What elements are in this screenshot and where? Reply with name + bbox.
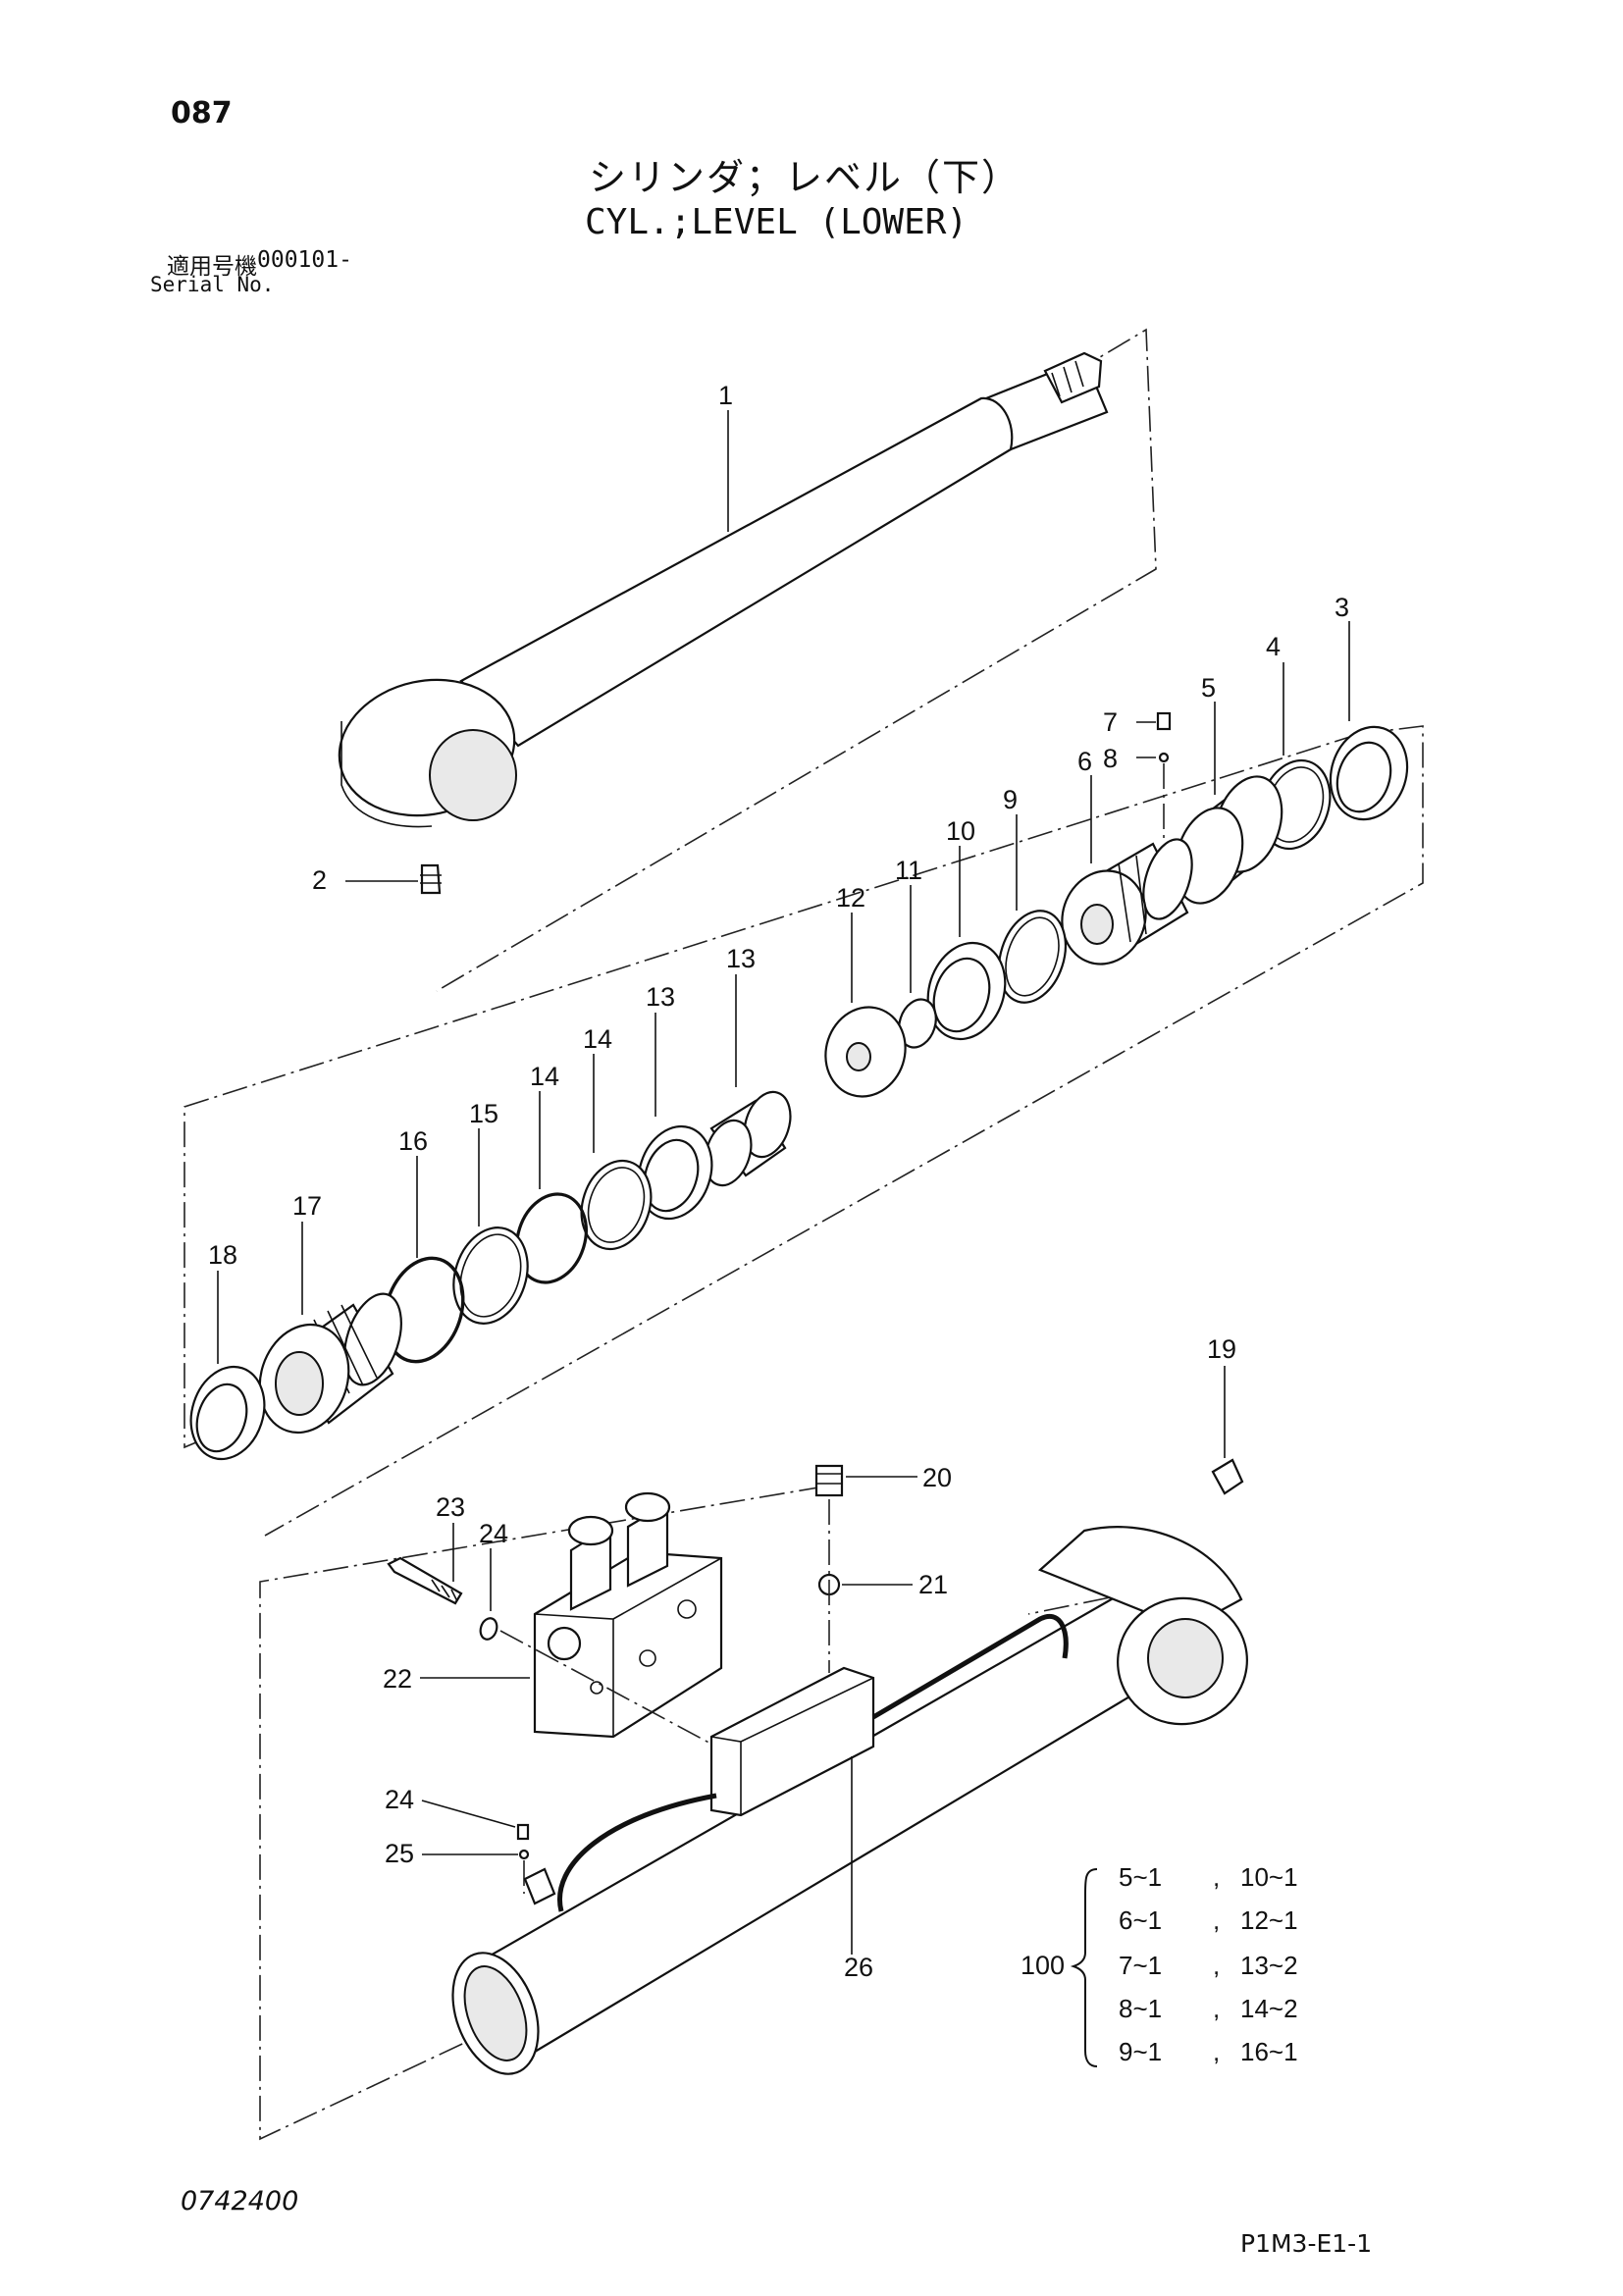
callout-14a: 4	[1266, 632, 1281, 661]
callout-24a: 2	[312, 865, 327, 895]
ball-17	[1158, 752, 1170, 763]
kit-row-4-sep: ,	[1213, 1994, 1220, 2023]
callout-20: 23	[436, 1492, 465, 1522]
kit-row-1-a: 5~1	[1119, 1862, 1162, 1892]
plug-23	[516, 1823, 530, 1841]
serial-label-english: Serial No.	[150, 273, 275, 296]
kit-number: 100	[1021, 1951, 1065, 1980]
kit-row-3-b: 13~2	[1240, 1951, 1298, 1980]
set-screw-18	[1156, 711, 1172, 731]
callout-9: 15	[469, 1099, 498, 1128]
piston-11	[1061, 838, 1193, 965]
title-english: CYL.;LEVEL (LOWER)	[585, 202, 969, 242]
seal-kit-list: 100 5~1 , 10~1 6~1 , 12~1 7~1 , 13~2 8~1…	[1021, 1862, 1298, 2067]
callout-18: 7	[1103, 707, 1118, 737]
callout-16: 11	[895, 856, 922, 885]
title-japanese: シリンダ；レベル（下）	[589, 156, 1021, 199]
callout-4: 13	[726, 944, 756, 973]
cylinder-tube-1	[451, 1526, 1248, 2075]
bolt-20	[387, 1556, 463, 1605]
assembly-frame-upper	[436, 328, 1157, 992]
valve-block-19	[533, 1491, 723, 1739]
washer-15	[824, 1006, 907, 1098]
callout-8: 14	[530, 1062, 559, 1091]
leader-23	[421, 1800, 516, 1828]
callout-24b: 19	[1207, 1334, 1236, 1364]
callout-5: 13	[646, 982, 675, 1012]
callout-1: 26	[844, 1953, 873, 1982]
ball-22	[518, 1849, 530, 1860]
centerline-bolt	[499, 1630, 717, 1748]
callout-25: 21	[918, 1570, 948, 1599]
ring-12	[1174, 775, 1283, 905]
callout-2: 1	[718, 381, 733, 410]
callout-22: 25	[385, 1839, 414, 1868]
ring-6	[580, 1159, 653, 1251]
kit-row-2-a: 6~1	[1119, 1905, 1162, 1935]
plug-26	[814, 1464, 844, 1497]
kit-row-1-sep: ,	[1213, 1862, 1220, 1892]
kit-row-4-a: 8~1	[1119, 1994, 1162, 2023]
piston-rod	[338, 351, 1109, 828]
kit-row-1-b: 10~1	[1240, 1862, 1298, 1892]
dust-seal-7	[189, 1365, 266, 1461]
kit-row-2-b: 12~1	[1240, 1905, 1298, 1935]
oring-16	[898, 998, 937, 1049]
grease-fitting-lower	[1211, 1458, 1244, 1495]
callout-21: 24	[479, 1519, 508, 1548]
serial-label-japanese: 適用号機	[167, 254, 257, 280]
drawing-number: 0742400	[181, 2186, 299, 2217]
kit-row-5-b: 16~1	[1240, 2037, 1298, 2066]
callout-3: 17	[292, 1191, 322, 1221]
callout-7: 18	[208, 1240, 237, 1270]
assembly-frame-middle	[183, 725, 1424, 1537]
ring-9	[452, 1226, 529, 1325]
kit-row-3-a: 7~1	[1119, 1951, 1162, 1980]
callout-14b: 9	[1003, 785, 1018, 814]
callout-12: 5	[1201, 673, 1216, 703]
callout-23: 24	[385, 1785, 414, 1814]
callout-13b: 10	[946, 816, 975, 846]
callout-17: 8	[1103, 744, 1118, 773]
washer-21	[479, 1617, 498, 1641]
callout-15: 12	[836, 883, 865, 913]
callout-10: 16	[398, 1126, 428, 1156]
callout-6: 14	[583, 1024, 612, 1054]
rod-cover-3	[258, 1292, 402, 1435]
kit-row-2-sep: ,	[1213, 1905, 1220, 1935]
page-number: 087	[171, 96, 233, 130]
sheet-code: P1M3-E1-1	[1240, 2229, 1373, 2258]
callout-19: 22	[383, 1664, 412, 1694]
kit-row-4-b: 14~2	[1240, 1994, 1298, 2023]
callout-13a: 3	[1335, 593, 1349, 622]
oring-8	[515, 1192, 588, 1284]
seal-5	[637, 1124, 713, 1221]
seal-13-right	[1329, 725, 1409, 821]
callout-26: 20	[922, 1463, 952, 1492]
serial-number-value: 000101-	[257, 247, 352, 273]
kit-row-5-a: 9~1	[1119, 2037, 1162, 2066]
kit-row-5-sep: ,	[1213, 2037, 1220, 2066]
bushing-4	[704, 1090, 792, 1187]
seal-13-middle	[926, 941, 1007, 1041]
grease-fitting-upper	[420, 863, 442, 895]
kit-row-3-sep: ,	[1213, 1951, 1220, 1980]
ring-14-middle	[998, 910, 1067, 1004]
callout-11: 6	[1077, 747, 1092, 776]
